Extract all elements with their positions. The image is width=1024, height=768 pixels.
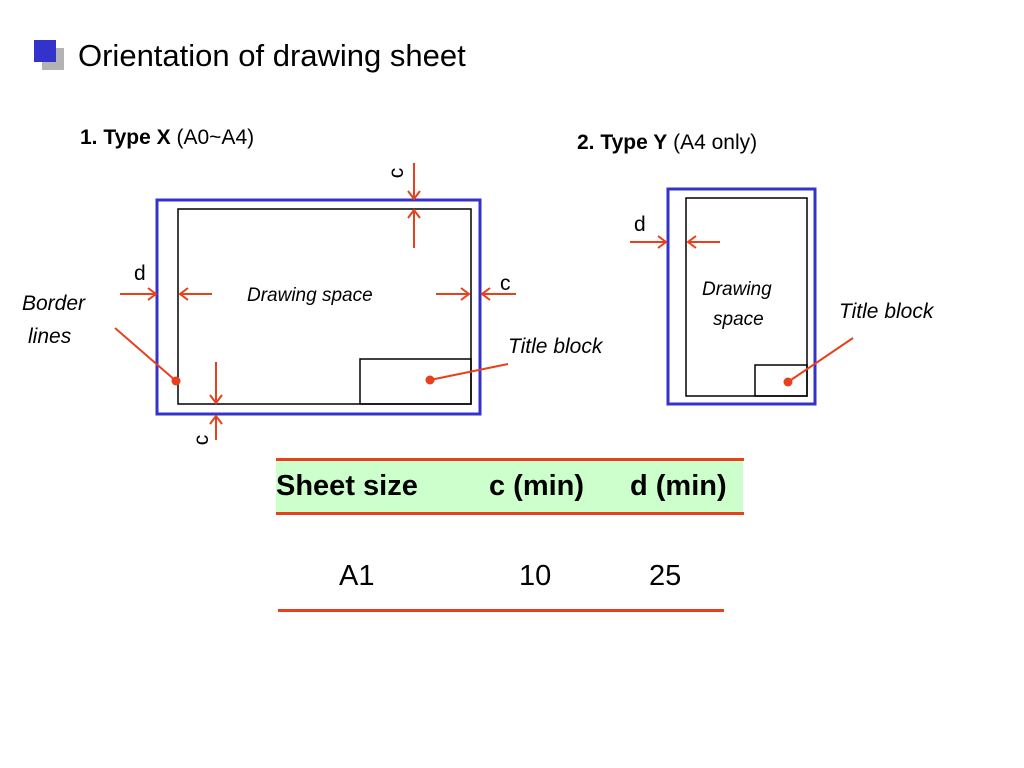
table-cell-c-min: 10 (519, 560, 552, 592)
type-x-border-line (177, 208, 472, 405)
type-y-sheet-edge (666, 187, 817, 406)
type-x-sheet-edge (155, 198, 482, 416)
table-top-rule (276, 458, 744, 461)
table-cell-d-min: 25 (649, 560, 682, 592)
c-label-right: c (500, 272, 511, 295)
table-header-d-min: d (min) (630, 470, 727, 502)
d-label-type-y: d (634, 213, 646, 236)
dimension-arrows (114, 163, 854, 440)
type-y-title-block (754, 364, 808, 397)
drawing-space-y-line2: space (713, 309, 764, 330)
page-title: Orientation of drawing sheet (78, 38, 466, 73)
title-block-pointer-dot (425, 375, 435, 385)
border-lines-label-line1: Border (22, 292, 86, 315)
type-x-title-block (359, 358, 472, 405)
title-block-label-y: Title block (839, 300, 934, 323)
title-block-label-x: Title block (508, 335, 603, 358)
type-y-heading: 2. Type Y (A4 only) (577, 131, 758, 154)
border-lines-label-line2: lines (28, 325, 72, 348)
table-bottom-rule (278, 609, 724, 612)
title-block-y-pointer-dot (783, 377, 793, 387)
drawing-space-y-line1: Drawing (702, 279, 772, 300)
table-header-rule (276, 512, 744, 515)
table-header-sheet-size: Sheet size (276, 470, 418, 502)
table-header-c-min: c (min) (489, 470, 585, 502)
type-y-border-line (685, 197, 808, 397)
c-label-top: c (385, 167, 408, 179)
table-header-background (276, 461, 743, 513)
title-bullet-icon (34, 40, 68, 74)
table-cell-sheet-size: A1 (339, 560, 375, 592)
drawing-space-label: Drawing space (247, 285, 373, 306)
type-x-heading: 1. Type X (A0~A4) (80, 126, 255, 149)
d-label-left: d (134, 262, 146, 285)
border-lines-pointer-dot (171, 376, 181, 386)
c-label-bottom: c (190, 434, 213, 446)
